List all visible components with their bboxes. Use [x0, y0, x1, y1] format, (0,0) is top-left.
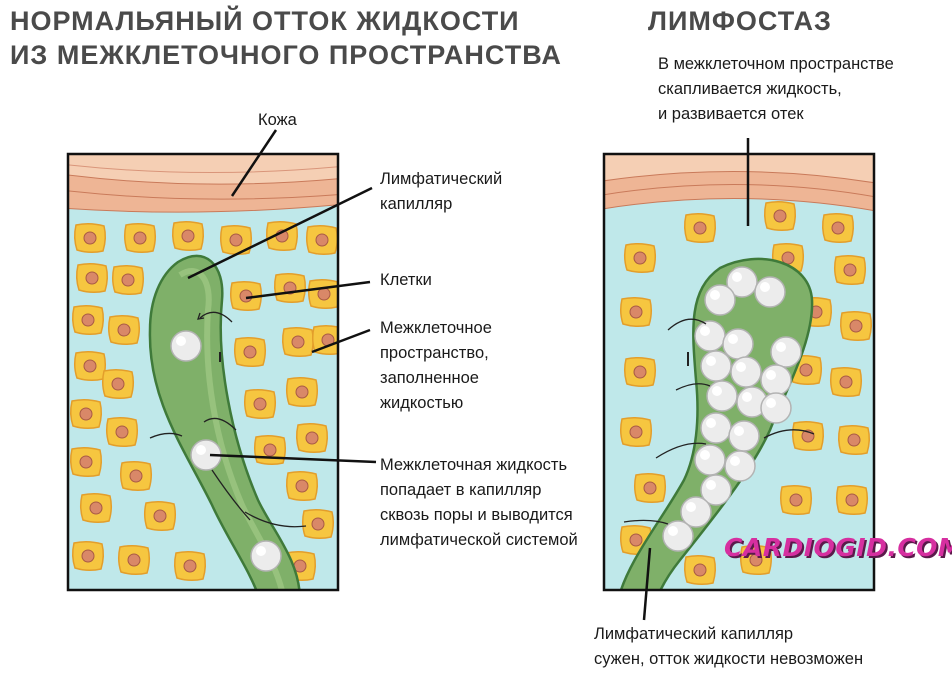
label-space-line4: жидкостью [380, 394, 464, 412]
label-space-line3: заполненное [380, 369, 479, 387]
label-skin: Кожа [258, 111, 297, 129]
label-fluid-line1: Межклеточная жидкость [380, 456, 568, 474]
label-fluid-line2: попадает в капилляр [380, 481, 542, 499]
left-panel-frame [66, 152, 340, 592]
label-edema-line3: и развивается отек [658, 105, 804, 123]
skin-layer-left [68, 154, 338, 213]
label-space-line2: пространство, [380, 344, 489, 362]
label-capillary-line2: капилляр [380, 195, 453, 213]
label-edema-line1: В межклеточном пространстве [658, 55, 894, 73]
site-watermark: CARDIOGID.COM [724, 533, 952, 562]
lymphostasis-panel [604, 154, 874, 590]
leader-cells [245, 280, 371, 300]
leader-lines [187, 129, 750, 621]
leader-space [311, 328, 371, 354]
label-edema-line2: скапливается жидкость, [658, 80, 842, 98]
left-title-line1: НОРМАЛЬЯНЫЙ ОТТОК ЖИДКОСТИ [10, 6, 520, 36]
leader-fluid [209, 453, 377, 464]
leader-narrow-capillary [642, 547, 652, 621]
label-space-line1: Межклеточное [380, 319, 492, 337]
left-title-line2: ИЗ МЕЖКЛЕТОЧНОГО ПРОСТРАНСТВА [10, 40, 562, 70]
skin-layer-right [604, 154, 874, 212]
leader-capillary [187, 186, 373, 280]
label-capillary-line1: Лимфатический [380, 170, 503, 188]
label-fluid-line3: сквозь поры и выводится [380, 506, 573, 524]
right-title: ЛИМФОСТАЗ [648, 6, 832, 36]
leader-skin [230, 129, 278, 197]
lymph-capillary-right [619, 257, 815, 590]
label-cells: Клетки [380, 271, 432, 289]
label-narrow-line2: сужен, отток жидкости невозможен [594, 650, 864, 668]
lymph-capillary-left [148, 254, 307, 590]
right-panel-frame [602, 152, 876, 592]
label-fluid-line4: лимфатической системой [380, 531, 578, 549]
label-narrow-line1: Лимфатический капилляр [594, 625, 794, 643]
